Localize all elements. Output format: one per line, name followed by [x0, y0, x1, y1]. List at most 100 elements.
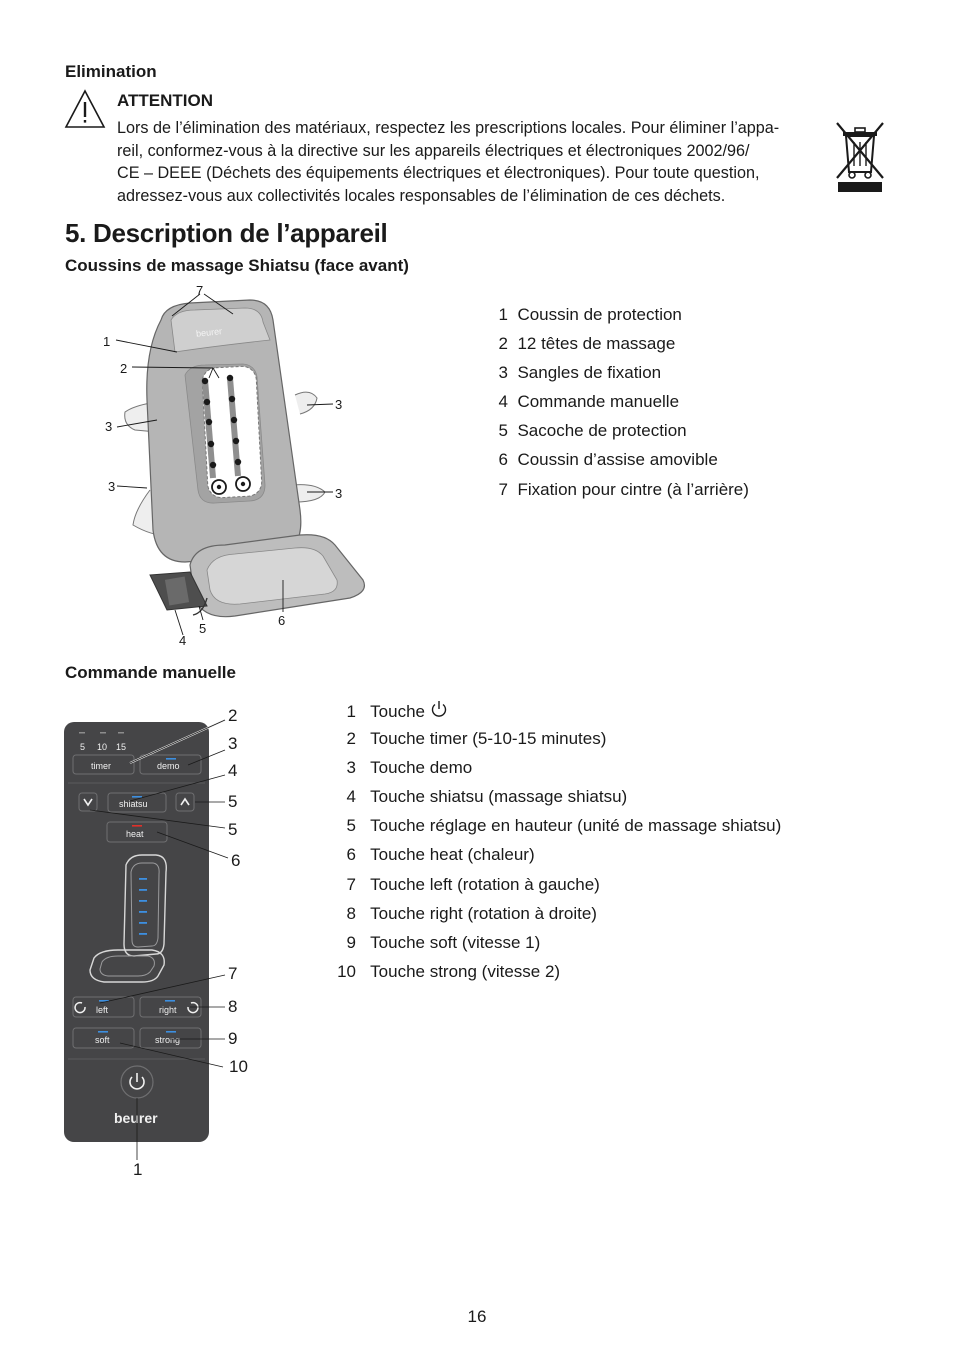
elimination-heading: Elimination [65, 62, 157, 81]
legend-text: Touche soft (vitesse 1) [370, 933, 541, 952]
timer-value-label: 15 [116, 742, 126, 752]
remote-callout: 5 [228, 792, 237, 811]
attention-line: reil, conformez-vous à la directive sur … [117, 141, 750, 160]
legend-number: 6 [498, 450, 508, 469]
legend-text: Touche [370, 702, 425, 721]
seat-callout: 3 [335, 397, 342, 412]
legend-text: Fixation pour cintre (à l’arrière) [517, 480, 749, 499]
seat-callout: 3 [105, 419, 112, 434]
left-button[interactable] [72, 996, 135, 1018]
legend-number: 4 [498, 392, 508, 411]
legend-text: Touche shiatsu (massage shiatsu) [370, 787, 628, 806]
heat-button[interactable] [106, 821, 168, 843]
power-icon [129, 1073, 145, 1090]
shiatsu-button[interactable] [107, 792, 167, 813]
chevron-down-icon [83, 798, 93, 807]
legend-item: 8 Touche right (rotation à droite) [335, 904, 597, 928]
attention-line: CE – DEEE (Déchets des équipements élect… [117, 164, 760, 183]
soft-button[interactable] [72, 1027, 135, 1049]
seat-callout: 7 [196, 283, 203, 298]
strong-button[interactable] [139, 1027, 202, 1049]
remote-callout: 7 [228, 964, 237, 983]
remote-brand-logo: beurer [114, 1110, 158, 1126]
legend-text: Touche heat (chaleur) [370, 845, 535, 864]
legend-item: 1 Coussin de protection [496, 305, 682, 329]
seat-callout: 2 [120, 361, 127, 376]
seat-callout: 5 [199, 621, 206, 636]
rotate-left-icon [74, 1001, 86, 1014]
demo-button-label: demo [157, 761, 180, 771]
legend-item: 3 Sangles de fixation [496, 363, 662, 387]
legend-number: 1 [346, 702, 356, 721]
legend-number: 9 [346, 933, 356, 952]
timer-button[interactable] [72, 754, 135, 775]
legend-text: Touche réglage en hauteur (unité de mass… [370, 816, 782, 835]
legend-number: 10 [337, 962, 356, 981]
height-down-button[interactable] [78, 792, 98, 812]
legend-item: 2 Touche timer (5-10-15 minutes) [335, 729, 607, 753]
section-title: 5. Description de l’appareil [65, 218, 388, 248]
legend-item: 3 Touche demo [335, 758, 473, 782]
remote-callout: 5 [228, 820, 237, 839]
legend-text: Sangles de fixation [517, 363, 662, 382]
legend-text: Touche demo [370, 758, 473, 777]
legend-number: 2 [346, 729, 356, 748]
legend-number: 3 [346, 758, 356, 777]
remote-callout: 1 [133, 1160, 142, 1179]
power-icon [431, 701, 446, 717]
legend-text: Touche right (rotation à droite) [370, 904, 597, 923]
legend-number: 5 [346, 816, 356, 835]
subsection-title-cushion: Coussins de massage Shiatsu (face avant) [65, 256, 409, 275]
remote-control-illustration: 5 10 15 timer demo shiatsu heat left rig… [64, 706, 248, 1179]
attention-line: Lors de l’élimination des matériaux, res… [117, 119, 780, 137]
legend-number: 3 [498, 363, 508, 382]
legend-item: 5 Touche réglage en hauteur (unité de ma… [335, 816, 782, 840]
legend-number: 8 [346, 904, 356, 923]
legend-number: 2 [498, 334, 508, 353]
page-number: 16 [467, 1307, 487, 1326]
legend-item: 5 Sacoche de protection [496, 421, 687, 445]
remote-callout: 8 [228, 997, 237, 1016]
crossed-out-wheelie-bin-icon [836, 122, 884, 192]
legend-text: Touche timer (5-10-15 minutes) [370, 729, 607, 748]
legend-text: Commande manuelle [517, 392, 680, 411]
left-button-label: left [96, 1005, 109, 1015]
legend-text: Sacoche de protection [517, 421, 687, 440]
legend-number: 6 [346, 845, 356, 864]
timer-button-label: timer [91, 761, 111, 771]
seat-callout: 1 [103, 334, 110, 349]
remote-callout: 10 [229, 1057, 248, 1076]
legend-text: Coussin d’assise amovible [517, 450, 718, 469]
warning-triangle-icon [64, 89, 106, 128]
remote-callout: 3 [228, 734, 237, 753]
legend-text: Touche left (rotation à gauche) [370, 875, 600, 894]
massage-seat-illustration: beurer 7 1 2 3 3 3 3 4 5 6 [103, 283, 366, 648]
soft-button-label: soft [95, 1035, 110, 1045]
remote-callout: 6 [231, 851, 240, 870]
seat-callout: 4 [179, 633, 186, 648]
legend-item: 10 Touche strong (vitesse 2) [335, 962, 560, 986]
legend-item: 2 12 têtes de massage [496, 334, 676, 358]
legend-number: 7 [346, 875, 356, 894]
demo-button[interactable] [139, 754, 202, 775]
legend-item: 6 Touche heat (chaleur) [335, 845, 535, 869]
legend-text: 12 têtes de massage [517, 334, 676, 353]
legend-item: 7 Fixation pour cintre (à l’arrière) [496, 480, 749, 504]
strong-button-label: strong [155, 1035, 180, 1045]
legend-item: 4 Touche shiatsu (massage shiatsu) [335, 787, 628, 811]
attention-title: ATTENTION [117, 91, 214, 110]
seat-callout: 3 [108, 479, 115, 494]
legend-item: 4 Commande manuelle [496, 392, 680, 416]
legend-number: 5 [498, 421, 508, 440]
chevron-up-icon [180, 797, 190, 806]
timer-value-label: 10 [97, 742, 107, 752]
legend-number: 1 [498, 305, 508, 324]
remote-callout: 4 [228, 761, 237, 780]
height-up-button[interactable] [175, 792, 195, 812]
right-button-label: right [159, 1005, 177, 1015]
rotate-right-icon [187, 1001, 199, 1014]
remote-callout: 9 [228, 1029, 237, 1048]
shiatsu-button-label: shiatsu [119, 799, 148, 809]
legend-number: 7 [498, 480, 508, 499]
seat-callout: 6 [278, 613, 285, 628]
